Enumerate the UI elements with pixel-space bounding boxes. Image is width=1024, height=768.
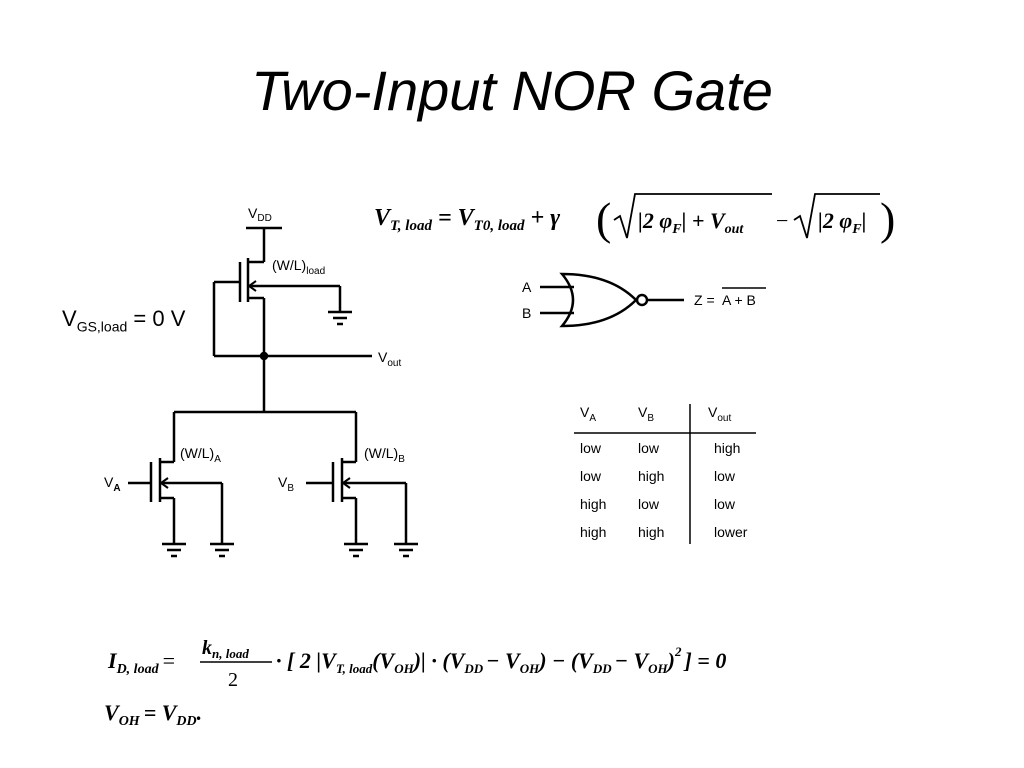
truth-table: VA VB Vout low low high low high low hig…: [574, 404, 756, 544]
gate-input-a-label: A: [522, 279, 532, 295]
svg-text:−: −: [776, 208, 788, 233]
table-cell: low: [714, 468, 736, 484]
table-cell: high: [580, 524, 606, 540]
table-header-vb: VB: [638, 404, 654, 424]
table-cell: high: [638, 468, 664, 484]
ground-icon: [328, 310, 352, 326]
table-cell: high: [580, 496, 606, 512]
table-cell: lower: [714, 524, 748, 540]
a-body-arrow: [159, 477, 169, 489]
gate-input-b-label: B: [522, 305, 531, 321]
vout-label: Vout: [378, 349, 401, 369]
sqrt-sign: [793, 193, 880, 239]
ground-icon: [162, 542, 186, 558]
nor-body: [559, 272, 638, 328]
gate-output-expr: A + B: [722, 292, 756, 308]
voh-equation: VOH= VDD.: [104, 700, 202, 729]
svg-text:|2 φF| + Vout: |2 φF| + Vout: [638, 208, 744, 237]
table-header-va: VA: [580, 404, 596, 424]
svg-text:VOH= VDD.: VOH= VDD.: [104, 700, 202, 729]
vb-label: VB: [278, 474, 294, 494]
svg-text:ID, load=: ID, load=: [107, 648, 175, 677]
table-cell: high: [714, 440, 740, 456]
gate-output-label: Z =: [694, 292, 715, 308]
wl-a-label: (W/L)A: [180, 445, 221, 465]
vout-node-dot: [259, 351, 269, 361]
vdd-label: VDD: [248, 205, 272, 224]
nor-gate-symbol: [540, 272, 684, 328]
ground-icon: [394, 542, 418, 558]
svg-text:(: (: [596, 193, 611, 244]
svg-text:): ): [880, 193, 895, 244]
svg-text:2: 2: [228, 669, 238, 691]
wl-load-label: (W/L)load: [272, 257, 325, 277]
va-label: VA: [104, 474, 121, 494]
table-cell: low: [580, 440, 602, 456]
table-header-vout: Vout: [708, 404, 731, 424]
b-body-arrow: [341, 477, 351, 489]
nor-bubble: [635, 293, 649, 307]
threshold-equation: VT, load = VT0, load + γ ( ) |2 φF| + Vo…: [374, 193, 895, 244]
sqrt-sign: [613, 193, 772, 239]
ground-icon: [210, 542, 234, 558]
nor-schematic: [128, 226, 408, 544]
svg-text:|2 φF|: |2 φF|: [818, 208, 866, 237]
svg-text:VT, load = VT0, load + γ: VT, load = VT0, load + γ: [374, 205, 560, 234]
ground-icon: [344, 542, 368, 558]
table-cell: low: [638, 496, 660, 512]
svg-text:kn, load: kn, load: [202, 637, 249, 661]
svg-text:· [ 2 |VT, load(VOH)| · (VDD−: · [ 2 |VT, load(VOH)| · (VDD− VOH) − (VD…: [276, 644, 726, 676]
table-cell: low: [714, 496, 736, 512]
table-cell: low: [638, 440, 660, 456]
slide-title: Two-Input NOR Gate: [251, 59, 773, 122]
table-cell: low: [580, 468, 602, 484]
vgs-load-label: VGS,load = 0 V: [62, 306, 186, 335]
wl-b-label: (W/L)B: [364, 445, 405, 465]
load-body-arrow: [247, 280, 257, 292]
table-cell: high: [638, 524, 664, 540]
drain-current-equation: ID, load= kn, load 2 · [ 2 |VT, load(VOH…: [107, 637, 726, 691]
